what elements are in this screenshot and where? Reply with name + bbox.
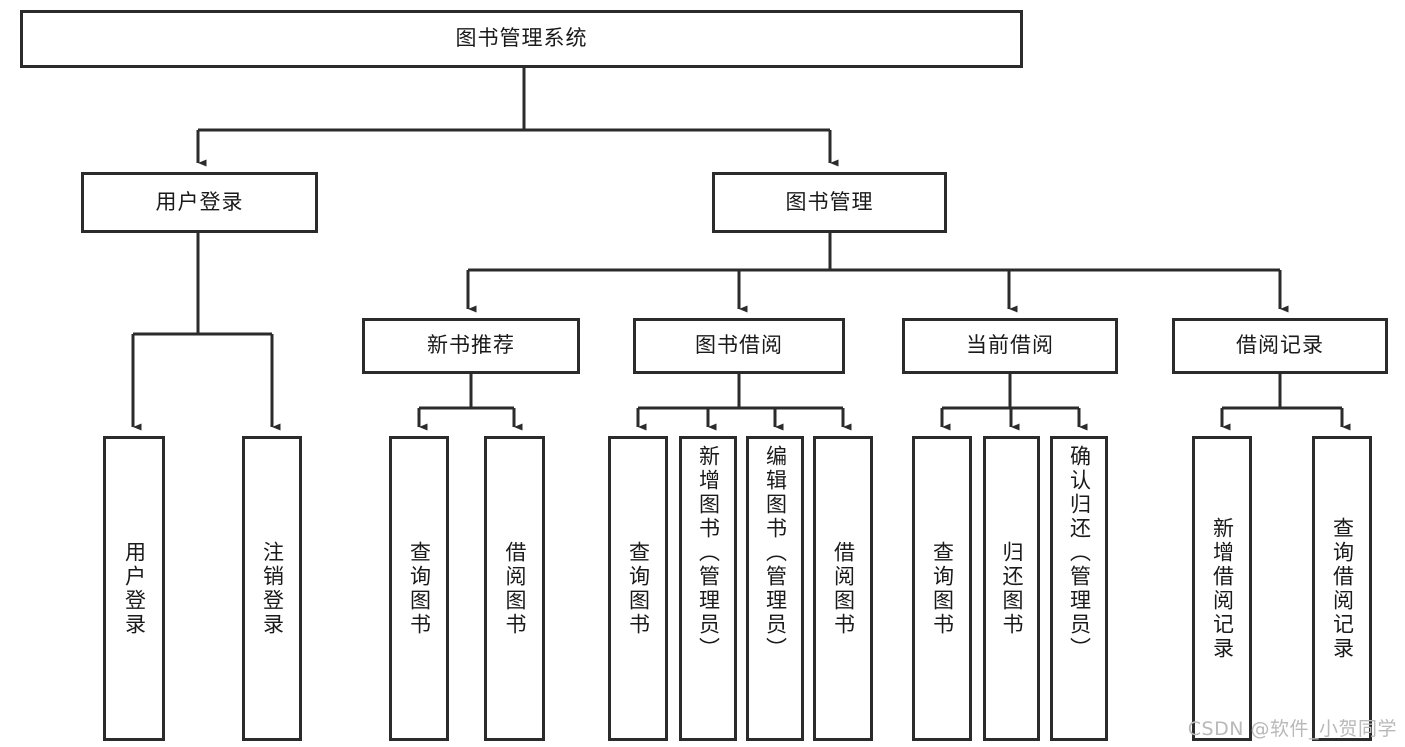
leaf-query-book-2[interactable]: 查询图书	[608, 436, 668, 741]
node-book-borrow-label: 图书借阅	[695, 333, 783, 358]
leaf-add-book-label: 新增图书（管理员）	[696, 445, 721, 661]
node-user-login-label: 用户登录	[155, 189, 244, 214]
leaf-query-book-3-label: 查询图书	[930, 540, 955, 637]
leaf-return-book-label: 归还图书	[1000, 540, 1024, 637]
leaf-confirm-return-label: 确认归还（管理员）	[1067, 445, 1092, 661]
leaf-edit-book[interactable]: 编辑图书（管理员）	[746, 436, 804, 741]
leaf-borrow-book-2-label: 借阅图书	[831, 540, 856, 637]
leaf-add-book[interactable]: 新增图书（管理员）	[679, 436, 737, 741]
leaf-user-login[interactable]: 用户登录	[103, 436, 165, 741]
node-book-manage-label: 图书管理	[785, 189, 874, 214]
leaf-user-logout[interactable]: 注销登录	[242, 436, 302, 741]
leaf-add-record[interactable]: 新增借阅记录	[1192, 436, 1252, 741]
leaf-query-book-1-label: 查询图书	[407, 540, 432, 637]
node-root-system[interactable]: 图书管理系统	[20, 10, 1023, 68]
node-root-label: 图书管理系统	[455, 26, 588, 51]
leaf-borrow-book-1-label: 借阅图书	[503, 540, 527, 637]
leaf-edit-book-label: 编辑图书（管理员）	[763, 445, 788, 661]
node-current-borrow[interactable]: 当前借阅	[902, 318, 1118, 374]
leaf-user-login-label: 用户登录	[122, 540, 147, 637]
csdn-watermark: CSDN @软件_小贺同学	[1187, 718, 1397, 740]
leaf-add-record-label: 新增借阅记录	[1210, 516, 1235, 661]
leaf-query-record-label: 查询借阅记录	[1330, 516, 1355, 661]
leaf-query-book-2-label: 查询图书	[626, 540, 651, 637]
node-new-book-recommend-label: 新书推荐	[427, 333, 515, 358]
leaf-borrow-book-2[interactable]: 借阅图书	[813, 436, 873, 741]
node-borrow-record[interactable]: 借阅记录	[1172, 318, 1388, 374]
leaf-query-record[interactable]: 查询借阅记录	[1312, 436, 1372, 741]
node-borrow-record-label: 借阅记录	[1236, 333, 1324, 358]
node-new-book-recommend[interactable]: 新书推荐	[362, 318, 580, 374]
node-book-borrow[interactable]: 图书借阅	[633, 318, 845, 374]
leaf-query-book-1[interactable]: 查询图书	[389, 436, 449, 741]
node-current-borrow-label: 当前借阅	[966, 333, 1054, 358]
node-user-login[interactable]: 用户登录	[81, 172, 318, 233]
leaf-confirm-return[interactable]: 确认归还（管理员）	[1050, 436, 1108, 741]
leaf-borrow-book-1[interactable]: 借阅图书	[484, 436, 545, 741]
leaf-query-book-3[interactable]: 查询图书	[912, 436, 972, 741]
node-book-manage[interactable]: 图书管理	[712, 172, 947, 233]
leaf-return-book[interactable]: 归还图书	[983, 436, 1040, 741]
leaf-user-logout-label: 注销登录	[260, 540, 285, 637]
